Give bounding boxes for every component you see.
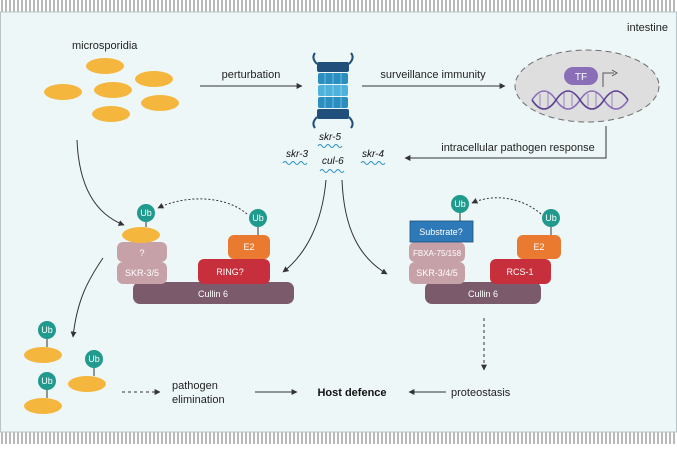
right-ubiquitin-ligase-complex — [409, 195, 561, 304]
mrna-squiggles — [282, 144, 386, 173]
ub-label-left-e2: Ub — [252, 213, 264, 223]
top-border — [0, 0, 677, 12]
unknown-adaptor — [117, 242, 167, 262]
cullin6-right — [425, 282, 541, 304]
substrate-label: Substrate? — [419, 227, 463, 237]
spore — [24, 398, 62, 414]
rcs1-label: RCS-1 — [506, 267, 533, 277]
fbxa-adaptor — [409, 242, 465, 262]
ub-transfer-left — [157, 198, 248, 215]
ub-spore-label-3: Ub — [41, 376, 53, 386]
spore — [135, 71, 173, 87]
ub-label-right-substrate: Ub — [454, 199, 466, 209]
substrate-box — [409, 220, 474, 243]
arrow-to-ubiquitinated-spores — [70, 257, 104, 338]
ipr-arrow — [404, 126, 607, 161]
e2-right — [517, 235, 561, 259]
perturbation-label: perturbation — [222, 69, 281, 81]
target-spore — [122, 227, 160, 243]
pathogen-elimination-line2: elimination — [172, 394, 225, 406]
arrow-spores-to-complex — [76, 139, 125, 226]
spore — [24, 347, 62, 363]
spore — [94, 82, 132, 98]
gene-cul6: cul-6 — [322, 156, 344, 167]
cullin6-left — [133, 282, 294, 304]
skr-right-label: SKR-3/4/5 — [416, 268, 458, 278]
ub-left-target — [137, 204, 155, 222]
ub-spore-label-2: Ub — [88, 354, 100, 364]
tf-label: TF — [575, 72, 587, 83]
skr-left-label: SKR-3/5 — [125, 268, 159, 278]
ring-left-label: RING? — [216, 267, 244, 277]
cullin-left-label: Cullin 6 — [198, 289, 228, 299]
left-ubiquitin-ligase-complex — [117, 198, 294, 304]
proteasome-icon — [312, 52, 354, 129]
ubiquitinated-spores — [24, 321, 106, 414]
skr-right — [409, 262, 465, 284]
unknown-label: ? — [139, 248, 144, 258]
gene-skr4: skr-4 — [362, 149, 384, 160]
ub-spore-1 — [38, 321, 56, 339]
gene-skr5: skr-5 — [319, 132, 341, 143]
e2-left-label: E2 — [243, 242, 254, 252]
gene-skr3: skr-3 — [286, 149, 308, 160]
ub-label-right-e2: Ub — [545, 213, 557, 223]
ub-left-e2 — [249, 209, 267, 227]
host-defence-label: Host defence — [317, 387, 386, 399]
spore — [141, 95, 179, 111]
ub-right-e2 — [542, 209, 560, 227]
spore — [86, 58, 124, 74]
ub-spore-3 — [38, 372, 56, 390]
nucleus-icon — [514, 49, 660, 123]
ub-label-left-target: Ub — [140, 208, 152, 218]
pathogen-elimination-line1: pathogen — [172, 380, 218, 392]
proteostasis-label: proteostasis — [451, 387, 511, 399]
spore — [44, 84, 82, 100]
surveillance-label: surveillance immunity — [380, 69, 486, 81]
microsporidia-label: microsporidia — [72, 40, 138, 52]
spore — [68, 376, 106, 392]
microsporidia-spores — [44, 58, 179, 122]
rcs1 — [490, 259, 551, 284]
e2-left — [228, 235, 270, 259]
arrow-to-left-complex — [282, 179, 327, 273]
ipr-label: intracellular pathogen response — [441, 142, 595, 154]
ub-spore-label-1: Ub — [41, 325, 53, 335]
fbxa-label: FBXA-75/158 — [413, 249, 462, 258]
ring-left — [198, 259, 270, 284]
bottom-border — [0, 432, 677, 444]
ub-spore-2 — [85, 350, 103, 368]
spore — [92, 106, 130, 122]
ub-right-substrate — [451, 195, 469, 213]
arrow-to-right-complex — [341, 179, 388, 275]
tissue-label: intestine — [627, 22, 668, 34]
skr-left — [117, 262, 167, 284]
tf-protein — [564, 67, 598, 85]
cullin-right-label: Cullin 6 — [468, 289, 498, 299]
e2-right-label: E2 — [533, 242, 544, 252]
